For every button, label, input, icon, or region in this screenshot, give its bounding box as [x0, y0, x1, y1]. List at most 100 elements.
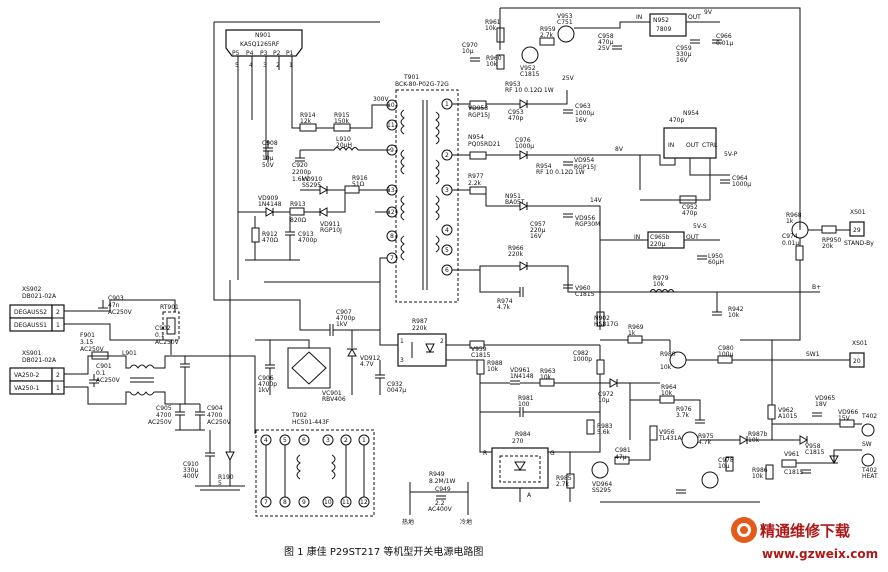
n902-ref: R987 — [412, 318, 428, 325]
v953-transistor — [557, 25, 575, 43]
r983-ref: C978 — [718, 457, 734, 464]
n951-in: IN — [634, 234, 640, 241]
vd961-ref: C972 — [598, 391, 614, 398]
ic-pin-num-2: 2 — [276, 62, 280, 69]
r960-ref: R960 — [486, 55, 502, 62]
r960-value: 10k — [486, 61, 498, 68]
va250-2-label: VA250-2 — [14, 372, 39, 379]
c907-value: 4700p — [336, 315, 355, 322]
t902-pins-top: 4 5 6 3 2 1 — [260, 434, 370, 446]
n902-pin-3: 3 — [400, 357, 404, 364]
svg-text:11: 11 — [342, 499, 350, 506]
r976-ref: R983 — [597, 423, 613, 430]
c903-value: 47n — [108, 302, 120, 309]
t902-coil-a — [296, 454, 301, 480]
r190-ref: R190 — [218, 474, 234, 481]
v960-ref: R968 — [786, 212, 802, 219]
n954-out: OUT — [686, 142, 699, 149]
vd955-value: 470p — [508, 115, 523, 122]
n951-ref: C965b — [650, 234, 670, 241]
vd910-diode — [319, 185, 329, 195]
r974 — [627, 335, 643, 344]
c910-ref: C910 — [183, 461, 199, 468]
ic-pin-p3: P3 — [260, 50, 268, 57]
t901-aux-winding — [400, 195, 405, 221]
c952-ref: R974 — [497, 298, 513, 305]
r190-value: 5 — [218, 480, 222, 487]
c906-rating: 1kV — [258, 387, 270, 394]
r987-ref: R963 — [540, 368, 556, 375]
l901-winding-top — [129, 364, 155, 369]
c982-ref: R981 — [518, 395, 534, 402]
r963-value: 10k — [661, 390, 673, 397]
t901-secondary-winding-1 — [435, 111, 440, 145]
r915-ref: R915 — [334, 112, 350, 119]
c959-value: 330μ — [676, 51, 691, 58]
t901-pin-5: 5 — [445, 247, 449, 254]
r913-value: 820Ω — [290, 217, 306, 224]
r915-value: 150k — [334, 118, 349, 125]
r942 — [795, 245, 804, 261]
v958-ref: VD964 — [592, 481, 612, 488]
t902-pins-bottom: 7 8 9 10 11 12 — [260, 496, 370, 508]
v962-transistor — [681, 431, 699, 449]
v952-transistor — [521, 46, 539, 64]
degauss1-label: DEGAUSS1 — [14, 322, 47, 329]
t901-ref: T901 — [403, 74, 419, 81]
c932-value: 0047μ — [387, 387, 406, 394]
f901-fuse — [91, 351, 109, 360]
t901-pin-7: 7 — [390, 255, 394, 262]
v958-transistor — [591, 461, 609, 479]
v962-ref: R975 — [698, 433, 714, 440]
c955-ref: R953 — [505, 81, 521, 88]
c904-rating: AC250V — [207, 419, 232, 426]
voltage-14v: 14V — [590, 197, 603, 204]
c932-ref: C932 — [387, 381, 403, 388]
r964-value: TL431A — [658, 435, 682, 442]
xs902-ref: XS902 — [22, 286, 42, 293]
ic-pin-num-4: 4 — [249, 62, 253, 69]
vd953-diode — [519, 150, 529, 160]
r949-ref: R949 — [429, 471, 445, 478]
r914 — [299, 123, 317, 132]
c901-value: 0.1 — [96, 370, 106, 377]
l901-winding-bottom — [129, 391, 155, 396]
t402-sw-terminal — [861, 423, 875, 437]
r961 — [496, 27, 505, 43]
vd912-value: 4.7V — [360, 361, 375, 368]
r983 — [725, 456, 734, 472]
r969-value: C1815 — [471, 352, 491, 359]
r912-value: 470Ω — [262, 237, 278, 244]
c976-value: 1000μ — [732, 181, 751, 188]
r961-value: 10k — [485, 25, 497, 32]
c920-rating: 1.6kV — [292, 176, 310, 183]
r985 — [765, 464, 774, 480]
ic-pin-p1: P1 — [286, 50, 294, 57]
n954-regulator — [663, 127, 717, 159]
v959-value: 10k — [660, 364, 672, 371]
r916-ref: R916 — [352, 175, 368, 182]
c972-ref: R976 — [676, 406, 692, 413]
r959-ref: R959 — [540, 26, 556, 33]
r974-value: 1k — [628, 330, 636, 337]
rp950-ref: C982 — [573, 350, 589, 357]
vd953-value: 1000μ — [515, 143, 534, 150]
r914-ref: R914 — [300, 112, 316, 119]
r190-ntc — [225, 451, 235, 462]
vc901-bridge-rectifier — [287, 347, 331, 389]
r988-ref: C980 — [718, 345, 734, 352]
va250-1-label: VA250-1 — [14, 385, 39, 392]
r977-ref: C952 — [682, 204, 698, 211]
standby-terminal — [849, 221, 865, 237]
ic-n901-body — [225, 29, 303, 57]
vd911-diode — [318, 207, 328, 217]
c957-ref: L950 — [708, 253, 723, 260]
xs901-part: DB021-02A — [22, 357, 57, 364]
feedback-section: R987 220k 1 3 2 V959 C1815 R988 10k N902… — [379, 311, 878, 503]
r916-value: 51Ω — [352, 181, 365, 188]
r963-ref: R964 — [661, 384, 677, 391]
t901-pin-11: 11 — [387, 122, 395, 129]
r977-value: 470p — [682, 210, 697, 217]
xs902-part: DB021-02A — [22, 293, 57, 300]
f901-value: 3.15 — [80, 339, 94, 346]
